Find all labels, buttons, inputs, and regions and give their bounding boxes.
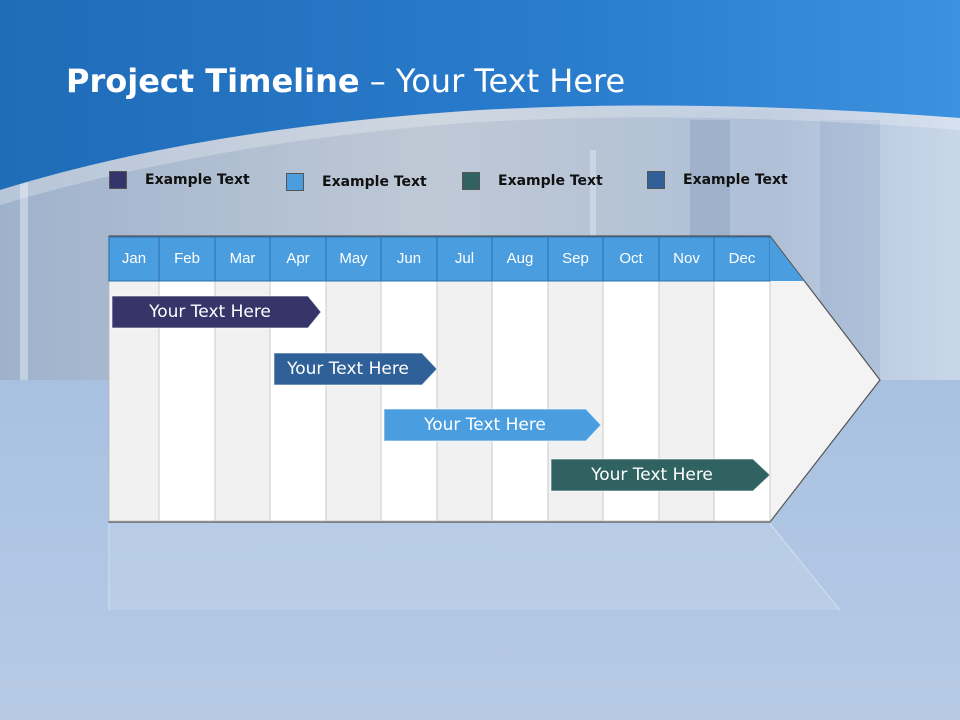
- month-label: Dec: [728, 250, 756, 267]
- month-column: [491, 280, 549, 522]
- task-arrow: [550, 458, 771, 492]
- timeline-reflection: [109, 522, 840, 610]
- legend-label: Example Text: [145, 172, 250, 188]
- legend-swatch-icon: [462, 172, 480, 190]
- month-label: Nov: [673, 250, 700, 267]
- legend-item: Example Text: [462, 172, 603, 190]
- task-label: Your Text Here: [287, 359, 409, 379]
- legend-swatch-icon: [109, 171, 127, 189]
- month-label: Jan: [121, 250, 147, 267]
- legend-label: Example Text: [683, 172, 788, 188]
- task-arrow: [383, 408, 602, 442]
- month-header-cell: [380, 236, 438, 282]
- legend-swatch-icon: [647, 171, 665, 189]
- reflection-line: [769, 523, 841, 611]
- legend-item: Example Text: [647, 171, 788, 189]
- task-label: Your Text Here: [149, 302, 271, 322]
- month-header-cell: [658, 236, 715, 282]
- month-header-cell: [491, 236, 549, 282]
- task-label: Your Text Here: [591, 465, 713, 485]
- month-label: Feb: [174, 250, 200, 267]
- month-label: Sep: [562, 250, 589, 267]
- month-column: [325, 280, 382, 522]
- task-arrow: [273, 352, 438, 386]
- legend-label: Example Text: [322, 174, 427, 190]
- page-title: Project Timeline – Your Text Here: [66, 62, 626, 100]
- month-label: Apr: [286, 250, 310, 267]
- task-arrows: [111, 295, 771, 492]
- task-arrow: [111, 295, 322, 329]
- month-label: Jun: [396, 250, 422, 267]
- month-column: [380, 280, 438, 522]
- month-header-cell: [713, 236, 771, 282]
- month-label: May: [339, 250, 368, 267]
- month-header-cell: [436, 236, 493, 282]
- header-arrow-tip: [770, 237, 804, 281]
- month-label: Mar: [229, 250, 256, 267]
- month-header-cell: [325, 236, 382, 282]
- month-header-cell: [214, 236, 271, 282]
- month-header-cell: [269, 236, 327, 282]
- month-label: Oct: [619, 250, 643, 267]
- task-label: Your Text Here: [424, 415, 546, 435]
- month-label: Jul: [454, 250, 475, 267]
- month-column: [436, 280, 493, 522]
- legend-swatch-icon: [286, 173, 304, 191]
- legend-item: Example Text: [286, 173, 427, 191]
- month-label: Aug: [506, 250, 534, 267]
- legend-item: Example Text: [109, 171, 250, 189]
- month-header-cell: [547, 236, 604, 282]
- month-header-cell: [108, 236, 160, 282]
- legend-label: Example Text: [498, 173, 603, 189]
